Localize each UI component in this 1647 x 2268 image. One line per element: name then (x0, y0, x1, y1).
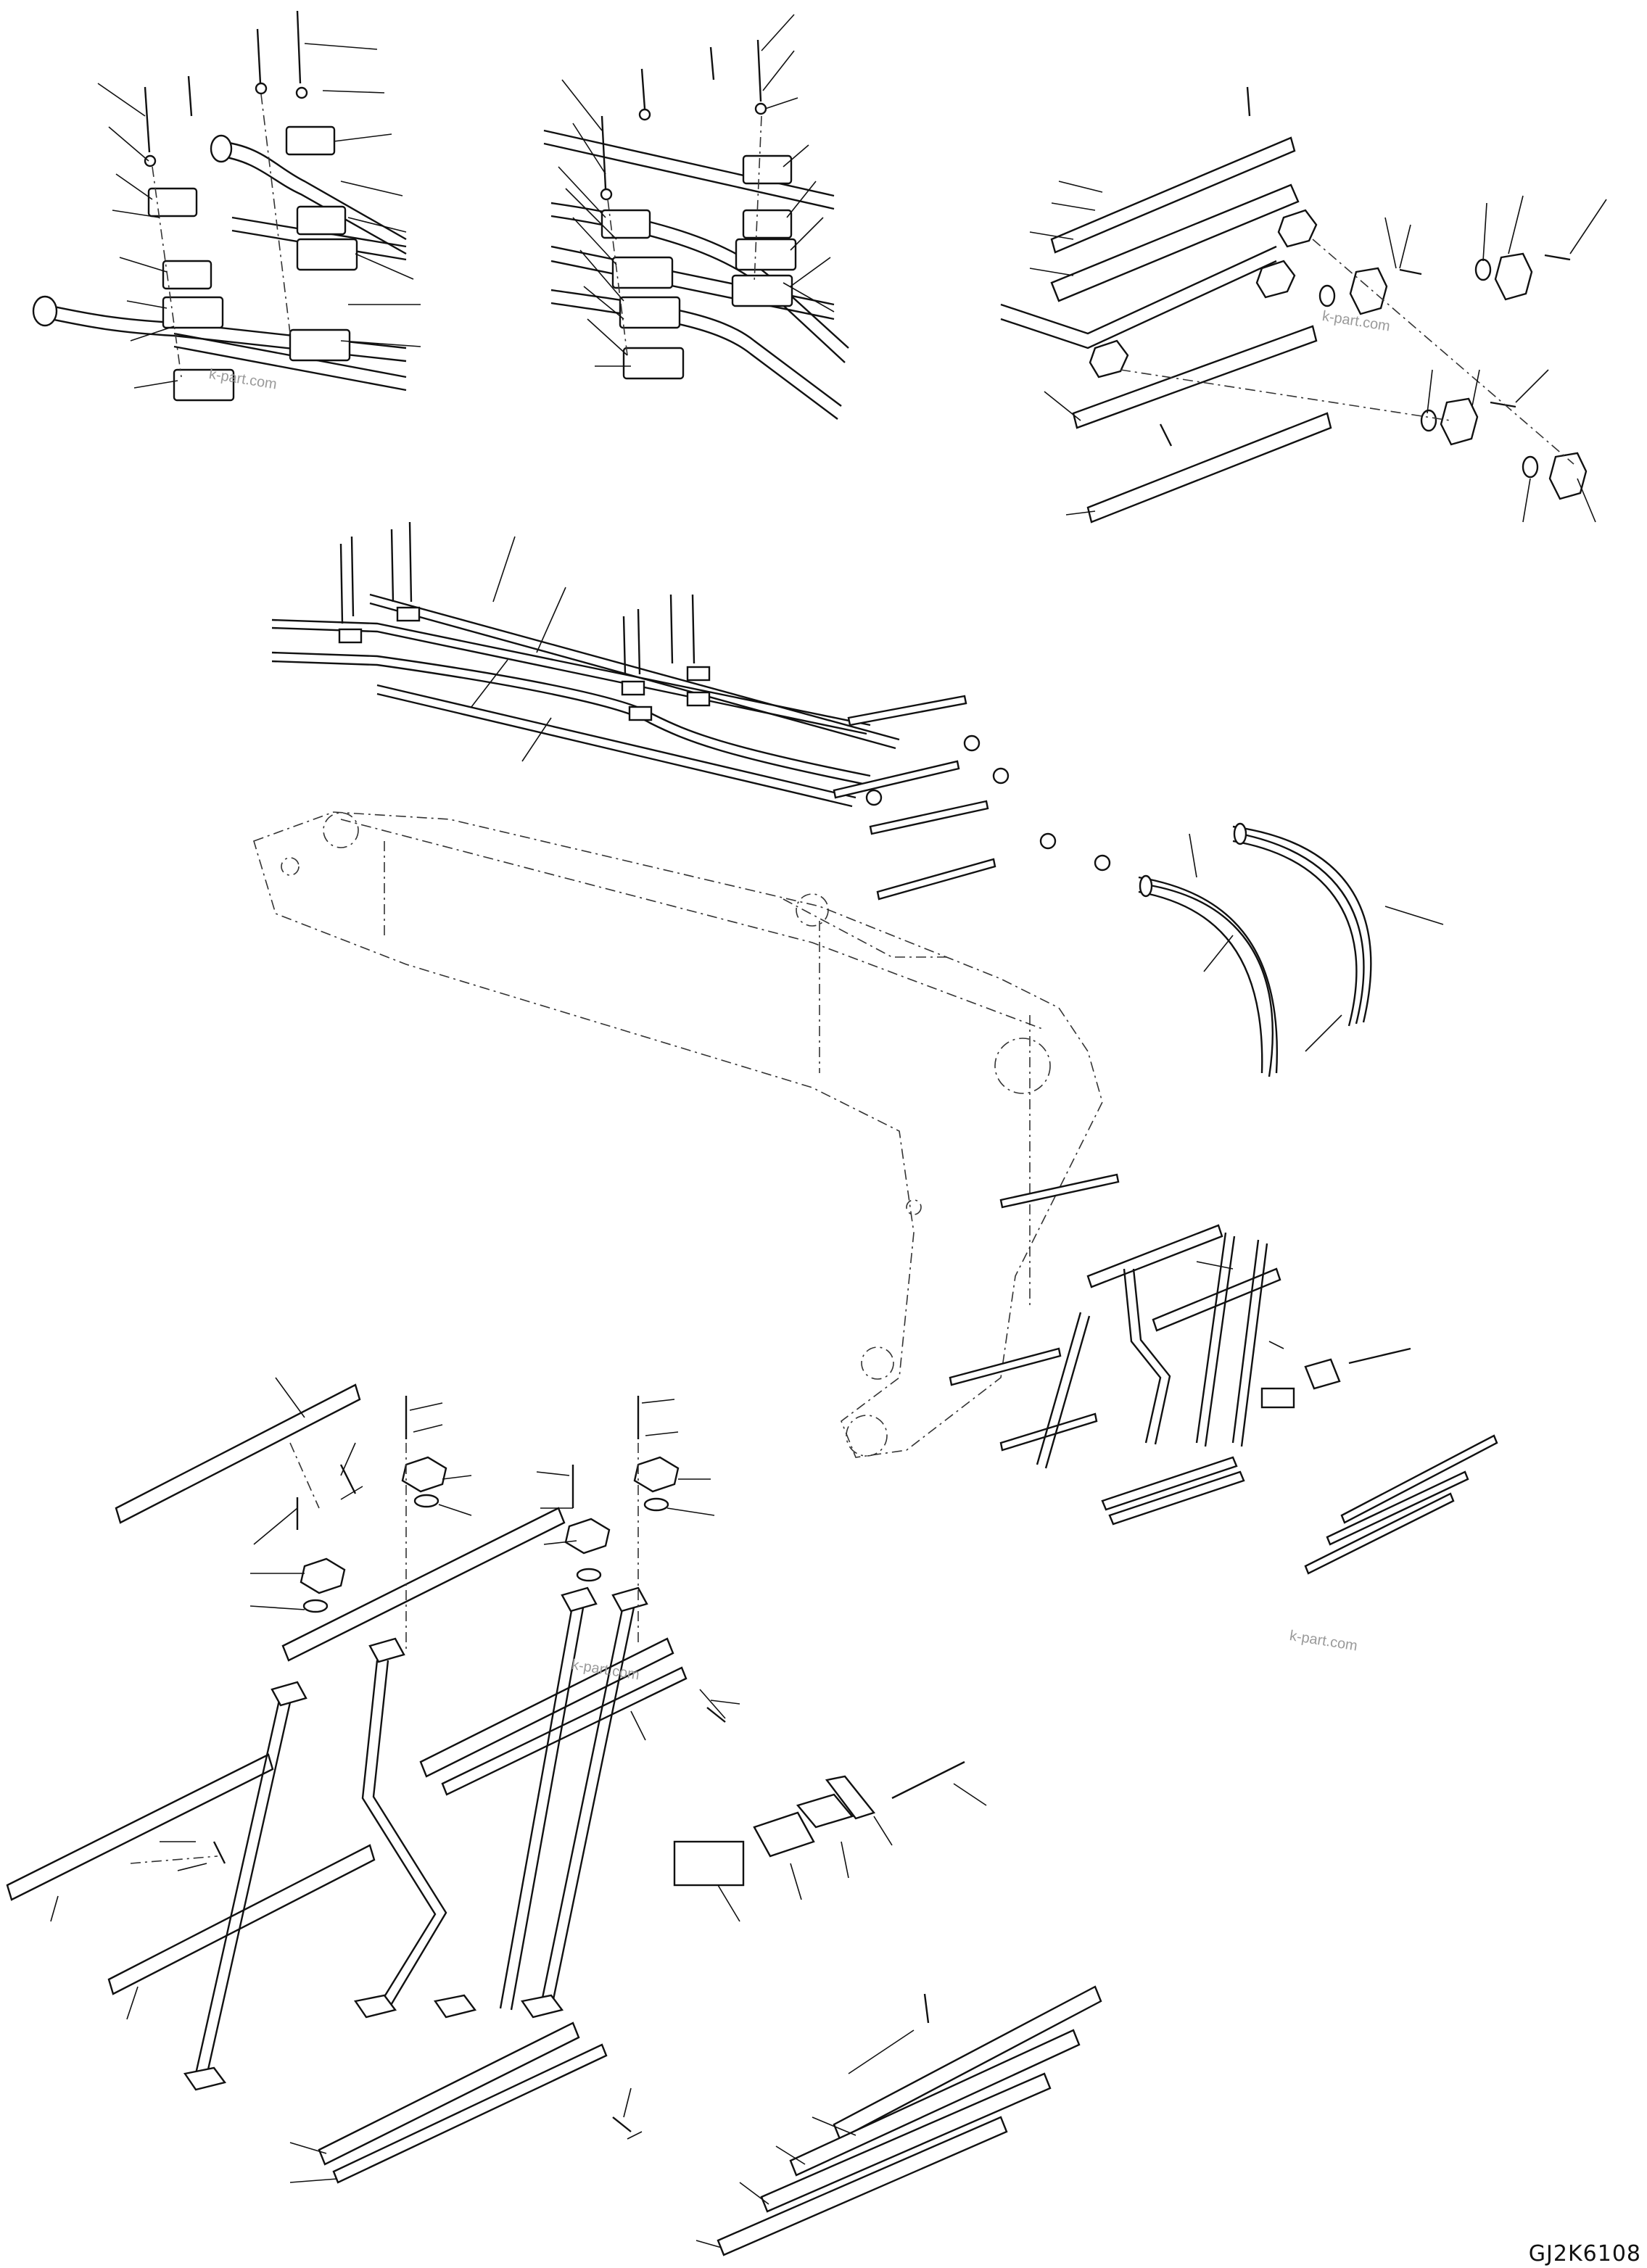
arm-tube-assembly (271, 521, 1111, 901)
boom-bracket-group (949, 1173, 1498, 1575)
hose-group (1138, 822, 1444, 1077)
clamp-group-a (32, 10, 421, 402)
boom-outline (253, 811, 1103, 1458)
lower-detail-group (6, 1377, 1102, 2256)
drawing-code: GJ2K6108 (1528, 2241, 1641, 2267)
flange-group (1000, 86, 1607, 523)
clamp-group-b (543, 14, 849, 420)
